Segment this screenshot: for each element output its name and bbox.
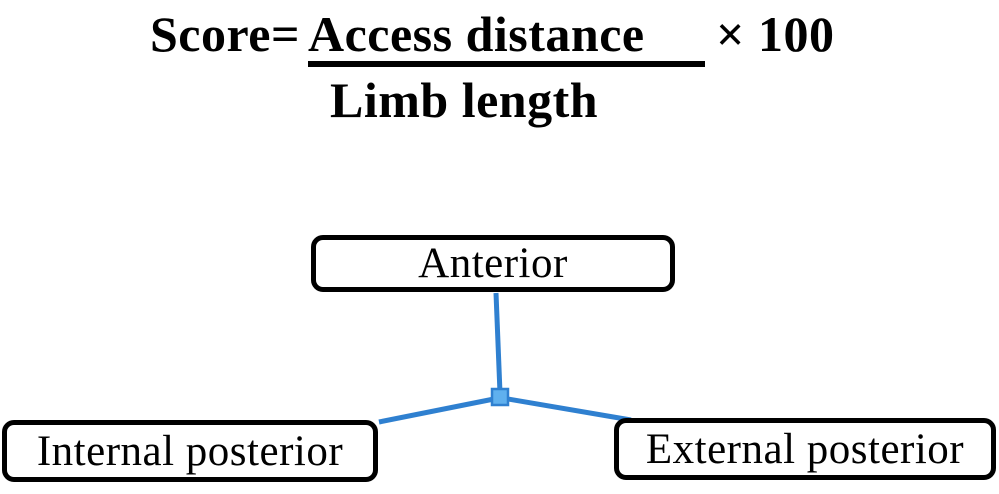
node-external-posterior: External posterior xyxy=(614,418,996,480)
line-to-anterior xyxy=(493,292,503,394)
node-external-posterior-label: External posterior xyxy=(645,425,965,473)
formula-numerator: Access distance xyxy=(308,8,705,67)
formula-multiplier: × 100 xyxy=(716,6,835,62)
node-anterior: Anterior xyxy=(311,235,675,292)
node-anterior-label: Anterior xyxy=(418,240,568,287)
node-internal-posterior-label: Internal posterior xyxy=(36,427,344,475)
formula-denominator: Limb length xyxy=(330,72,599,128)
line-to-external-posterior xyxy=(501,395,632,423)
node-internal-posterior: Internal posterior xyxy=(2,420,378,482)
line-to-internal-posterior xyxy=(378,395,500,425)
central-junction-square xyxy=(490,387,510,407)
formula-lhs: Score= xyxy=(150,6,300,62)
